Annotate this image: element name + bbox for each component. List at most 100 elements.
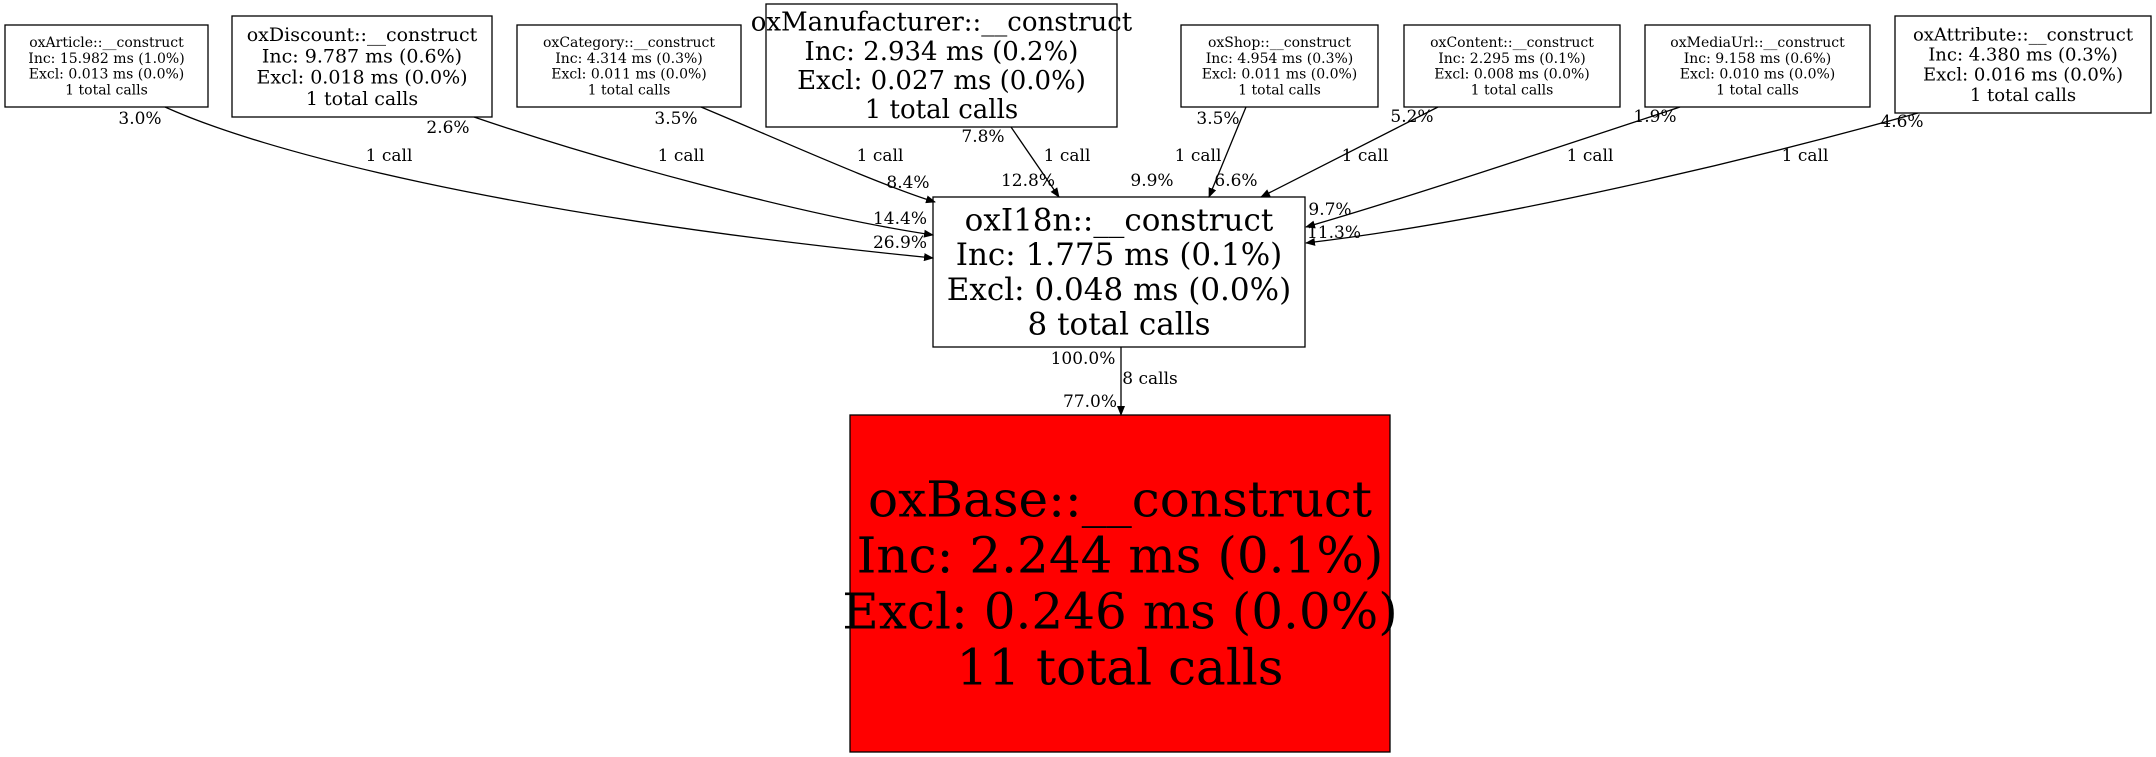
node-box [516, 24, 742, 108]
node-box [932, 196, 1306, 348]
node-function-name: oxShop::__construct [1208, 35, 1351, 51]
node-exclusive-time: Excl: 0.027 ms (0.0%) [797, 66, 1086, 96]
node-box [1894, 15, 2152, 114]
node-exclusive-time: Excl: 0.246 ms (0.0%) [842, 583, 1397, 641]
node-function-name: oxDiscount::__construct [247, 24, 478, 46]
node-inclusive-time: Inc: 4.954 ms (0.3%) [1206, 51, 1354, 67]
edge-tail-percent: 7.8% [961, 127, 1004, 147]
node-box [231, 15, 493, 118]
node-box [1644, 24, 1871, 108]
node-call-count: 1 total calls [1716, 82, 1799, 98]
edge-oxManufacturer-to-oxI18n: 7.8% 1 call 12.8% [961, 126, 1091, 198]
edge-line [164, 106, 934, 262]
edge-head-percent: 9.9% [1130, 171, 1173, 191]
edge-call-count: 1 call [1175, 146, 1222, 166]
edge-tail-percent: 5.2% [1390, 107, 1433, 127]
edge-tail-percent: 3.5% [654, 109, 697, 129]
node-function-name: oxBase::__construct [868, 471, 1372, 529]
node-box [1403, 24, 1621, 108]
node-inclusive-time: Inc: 1.775 ms (0.1%) [956, 237, 1283, 273]
edge-call-count: 1 call [1044, 146, 1091, 166]
node-call-count: 1 total calls [1238, 82, 1321, 98]
edge-oxArticle-to-oxI18n: 3.0% 1 call 26.9% [118, 106, 934, 262]
node-inclusive-time: Inc: 15.982 ms (1.0%) [28, 51, 184, 67]
node-call-count: 1 total calls [65, 82, 148, 98]
node-function-name: oxCategory::__construct [543, 35, 715, 51]
node-inclusive-time: Inc: 4.380 ms (0.3%) [1928, 45, 2118, 66]
node-box [4, 24, 209, 108]
edge-line [700, 106, 936, 204]
node-inclusive-time: Inc: 2.244 ms (0.1%) [857, 527, 1384, 585]
node-function-name: oxAttribute::__construct [1913, 24, 2134, 45]
node-call-count: 11 total calls [957, 639, 1284, 697]
edge-line [1305, 106, 1681, 229]
node-call-count: 1 total calls [588, 82, 671, 98]
edge-line [1305, 112, 1919, 246]
node-function-name: oxMediaUrl::__construct [1670, 35, 1845, 51]
edge-call-count: 8 calls [1122, 369, 1177, 389]
node-inclusive-time: Inc: 9.787 ms (0.6%) [262, 45, 462, 67]
node-box [1180, 24, 1379, 108]
node-exclusive-time: Excl: 0.010 ms (0.0%) [1680, 67, 1836, 83]
edge-head-percent: 77.0% [1063, 392, 1117, 412]
node-exclusive-time: Excl: 0.008 ms (0.0%) [1434, 67, 1590, 83]
node-inclusive-time: Inc: 2.295 ms (0.1%) [1438, 51, 1586, 67]
node-function-name: oxArticle::__construct [29, 35, 184, 51]
edge-call-count: 1 call [658, 146, 705, 166]
edge-head-percent: 11.3% [1307, 223, 1361, 243]
node-exclusive-time: Excl: 0.018 ms (0.0%) [256, 67, 467, 89]
node-call-count: 1 total calls [865, 95, 1018, 125]
edge-line [1260, 106, 1439, 198]
node-box [849, 414, 1391, 753]
node-inclusive-time: Inc: 2.934 ms (0.2%) [805, 37, 1079, 67]
edge-call-count: 1 call [857, 146, 904, 166]
node-call-count: 1 total calls [306, 88, 418, 110]
node-exclusive-time: Excl: 0.016 ms (0.0%) [1923, 65, 2123, 86]
node-exclusive-time: Excl: 0.011 ms (0.0%) [551, 67, 707, 83]
node-function-name: oxI18n::__construct [965, 202, 1274, 238]
node-inclusive-time: Inc: 9.158 ms (0.6%) [1684, 51, 1832, 67]
edge-tail-percent: 2.6% [426, 118, 469, 138]
node-exclusive-time: Excl: 0.048 ms (0.0%) [947, 272, 1291, 308]
edge-line [1010, 126, 1060, 198]
node-function-name: oxManufacturer::__construct [751, 8, 1133, 38]
edge-head-percent: 12.8% [1001, 171, 1055, 191]
node-call-count: 1 total calls [1970, 85, 2076, 106]
edge-head-percent: 26.9% [873, 233, 927, 253]
edge-tail-percent: 4.6% [1880, 112, 1923, 132]
node-exclusive-time: Excl: 0.011 ms (0.0%) [1202, 67, 1358, 83]
edge-oxDiscount-to-oxI18n: 2.6% 1 call 14.4% [426, 116, 934, 238]
edge-call-count: 1 call [1782, 146, 1829, 166]
edge-head-percent: 14.4% [873, 209, 927, 229]
edge-line [1208, 106, 1247, 198]
node-inclusive-time: Inc: 4.314 ms (0.3%) [555, 51, 703, 67]
node-exclusive-time: Excl: 0.013 ms (0.0%) [29, 67, 185, 83]
node-call-count: 8 total calls [1028, 307, 1211, 343]
edge-oxCategory-to-oxI18n: 3.5% 1 call 8.4% [654, 106, 936, 204]
node-box [765, 3, 1118, 128]
edge-head-percent: 9.7% [1308, 200, 1351, 220]
edge-head-percent: 6.6% [1214, 171, 1257, 191]
edge-tail-percent: 100.0% [1051, 349, 1116, 369]
edge-tail-percent: 3.5% [1196, 109, 1239, 129]
edge-tail-percent: 3.0% [118, 109, 161, 129]
edge-call-count: 1 call [366, 146, 413, 166]
node-call-count: 1 total calls [1471, 82, 1554, 98]
edge-tail-percent: 1.9% [1633, 107, 1676, 127]
edge-oxAttribute-to-oxI18n: 4.6% 1 call 11.3% [1305, 112, 1924, 246]
edge-head-percent: 8.4% [886, 173, 929, 193]
